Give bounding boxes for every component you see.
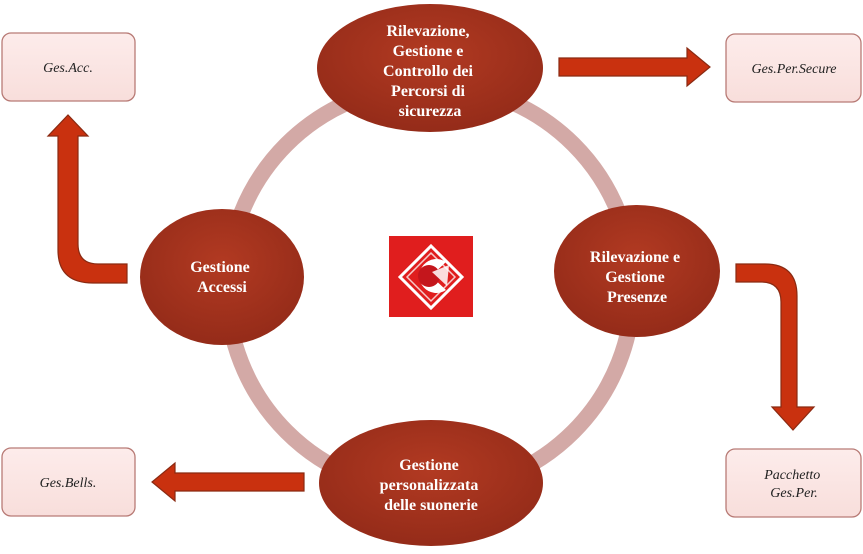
box-ges-bells-label: Ges.Bells. (40, 476, 97, 491)
arrow-right-icon (558, 46, 711, 88)
arrow-turn-down-icon (735, 263, 816, 431)
node-gestione-accessi: Gestione Accessi (140, 209, 304, 345)
arrow-turn-up-icon (46, 114, 128, 284)
node-gestione-suonerie: Gestione personalizzata delle suonerie (319, 420, 543, 546)
box-ges-per-secure: Ges.Per.Secure (725, 33, 862, 103)
box-ges-acc: Ges.Acc. (1, 32, 136, 102)
box-ges-per-secure-label: Ges.Per.Secure (751, 62, 836, 77)
node-gestione-presenze: Rilevazione e Gestione Presenze (554, 205, 720, 337)
arrow-left-icon (151, 461, 305, 503)
node-gestione-accessi-label: Gestione Accessi (190, 259, 254, 296)
node-gestione-presenze-label: Rilevazione e Gestione Presenze (590, 249, 684, 306)
node-percorsi-sicurezza-label: Rilevazione, Gestione e Controllo dei Pe… (383, 23, 477, 120)
box-ges-bells: Ges.Bells. (1, 447, 136, 517)
box-pacchetto-ges-per-label: Pacchetto Ges.Per. (763, 468, 823, 501)
box-pacchetto-ges-per: Pacchetto Ges.Per. (725, 448, 862, 518)
node-gestione-suonerie-label: Gestione personalizzata delle suonerie (380, 457, 483, 514)
node-percorsi-sicurezza: Rilevazione, Gestione e Controllo dei Pe… (317, 4, 543, 132)
company-logo-icon (389, 236, 473, 317)
box-ges-acc-label: Ges.Acc. (43, 61, 93, 76)
